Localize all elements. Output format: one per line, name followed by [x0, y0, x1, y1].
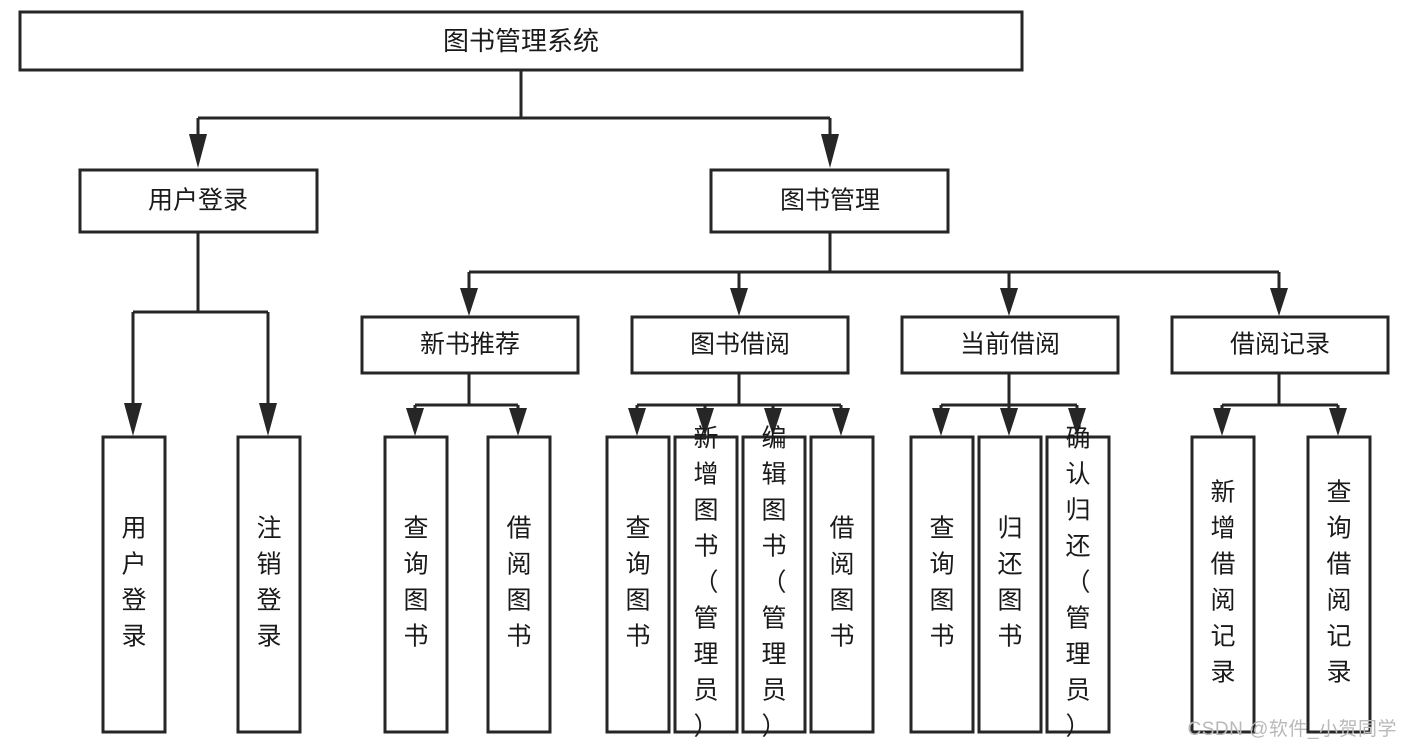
arrow-head-new-book-recommend [460, 288, 478, 316]
connector-layer [124, 70, 1347, 436]
node-current-borrow[interactable]: 当前借阅 [900, 315, 1120, 375]
node-current-borrow-box[interactable] [900, 315, 1120, 375]
node-new-book-recommend[interactable]: 新书推荐 [360, 315, 580, 375]
arrow-head-book-management [821, 134, 839, 168]
node-borrow-record-label: 借阅记录 [1230, 331, 1330, 359]
leaf-box-query-record[interactable] [1306, 435, 1372, 734]
arrow-head-borrow-record [1270, 288, 1288, 316]
arrow-head-leaf-add-record [1213, 408, 1231, 436]
leaf-box-query-book-2[interactable] [605, 435, 671, 734]
leaf-label-query-record: 查询借阅记录 [1326, 479, 1351, 687]
leaf-label-query-book-1: 查询图书 [403, 515, 428, 651]
leaf-label-edit-book: 编辑图书（管理员） [761, 425, 786, 741]
node-book-borrow-label: 图书借阅 [690, 331, 790, 359]
leaf-box-query-book-3[interactable] [909, 435, 975, 734]
arrow-head-leaf-borrow-book-2 [832, 408, 850, 436]
arrow-head-leaf-return-book [1000, 408, 1018, 436]
arrow-head-leaf-query-book-3 [932, 408, 950, 436]
node-book-management-label: 图书管理 [780, 187, 880, 215]
leaf-box-borrow-book-1[interactable] [486, 435, 552, 734]
arrow-head-leaf-query-book-2 [628, 408, 646, 436]
node-root[interactable]: 图书管理系统 [18, 10, 1024, 72]
node-book-borrow[interactable]: 图书借阅 [630, 315, 850, 375]
node-new-book-recommend-label: 新书推荐 [420, 331, 520, 359]
leaf-label-borrow-book-1: 借阅图书 [506, 515, 531, 651]
leaf-label-user-logout: 注销登录 [256, 515, 281, 651]
node-current-borrow-label: 当前借阅 [960, 331, 1060, 359]
node-book-management-box[interactable] [709, 168, 950, 234]
node-user-login-box[interactable] [78, 168, 319, 234]
node-borrow-record-box[interactable] [1170, 315, 1390, 375]
leaf-label-user-login: 用户登录 [121, 515, 146, 651]
arrow-head-leaf-edit-book [764, 408, 782, 436]
leaf-box-return-book[interactable] [977, 435, 1043, 734]
leaf-label-query-book-2: 查询图书 [625, 515, 650, 651]
arrow-head-leaf-confirm-return [1068, 408, 1086, 436]
arrow-head-user-login [189, 134, 207, 168]
leaf-box-user-logout[interactable] [236, 435, 302, 734]
leaf-box-edit-book[interactable] [741, 435, 807, 734]
arrow-head-leaf-user-login [124, 403, 142, 436]
arrow-head-leaf-add-book [696, 408, 714, 436]
node-user-login-label: 用户登录 [148, 187, 248, 215]
leaf-label-borrow-book-2: 借阅图书 [829, 515, 854, 651]
node-new-book-recommend-box[interactable] [360, 315, 580, 375]
arrow-head-leaf-query-record [1329, 408, 1347, 436]
leaf-label-add-record: 新增借阅记录 [1210, 479, 1235, 687]
arrow-head-leaf-query-book-1 [406, 408, 424, 436]
arrow-head-leaf-user-logout [259, 403, 277, 436]
leaf-box-borrow-book-2[interactable] [809, 435, 875, 734]
arrow-head-leaf-borrow-book-1 [509, 408, 527, 436]
leaf-label-add-book: 新增图书（管理员） [693, 425, 718, 741]
leaf-layer [101, 435, 1372, 734]
leaf-box-add-record[interactable] [1190, 435, 1256, 734]
node-book-borrow-box[interactable] [630, 315, 850, 375]
node-user-login[interactable]: 用户登录 [78, 168, 319, 234]
arrow-head-book-borrow [730, 288, 748, 316]
csdn-watermark: CSDN @软件_小贺同学 [1187, 719, 1397, 740]
node-root-box[interactable] [18, 10, 1024, 72]
leaf-label-layer: 用户登录 注销登录 查询图书 借阅图书 查询图书 新增图书（管理员） 编辑图书（… [121, 425, 1351, 741]
leaf-box-user-login[interactable] [101, 435, 167, 734]
leaf-box-add-book[interactable] [673, 435, 739, 734]
arrow-head-current-borrow [1000, 288, 1018, 316]
node-borrow-record[interactable]: 借阅记录 [1170, 315, 1390, 375]
node-root-label: 图书管理系统 [443, 26, 599, 56]
leaf-box-confirm-return[interactable] [1045, 435, 1111, 734]
leaf-box-query-book-1[interactable] [383, 435, 449, 734]
leaf-label-query-book-3: 查询图书 [929, 515, 954, 651]
node-book-management[interactable]: 图书管理 [709, 168, 950, 234]
leaf-label-return-book: 归还图书 [997, 515, 1022, 651]
leaf-label-confirm-return: 确认归还（管理员） [1065, 425, 1090, 741]
